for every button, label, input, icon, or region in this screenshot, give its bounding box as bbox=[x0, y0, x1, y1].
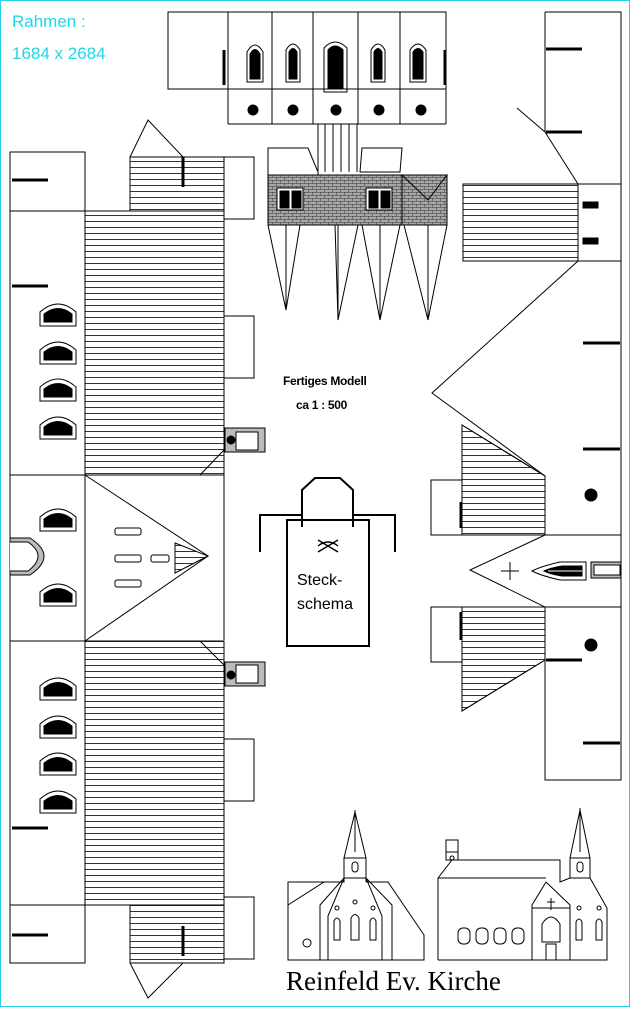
spire-part bbox=[267, 147, 448, 321]
model-view-side bbox=[437, 808, 608, 961]
model-view-front bbox=[287, 810, 425, 961]
assembly-label-line1: Steck- bbox=[297, 572, 343, 589]
frame-label: Rahmen : bbox=[12, 12, 86, 31]
frame-size: 1684 x 2684 bbox=[12, 44, 106, 63]
nave-lower-part bbox=[9, 640, 266, 999]
assembly-schema-diagram bbox=[259, 477, 396, 647]
assembly-label-line2: schema bbox=[297, 596, 354, 613]
chancel-roof-upper bbox=[430, 424, 546, 536]
spire-glue-tabs bbox=[317, 124, 358, 172]
chancel-roof-lower bbox=[430, 606, 546, 712]
nave-gable-part bbox=[9, 474, 210, 642]
nave-upper-part bbox=[9, 119, 266, 640]
nave-windows-upper bbox=[39, 303, 77, 440]
model-note-scale: ca 1 : 500 bbox=[296, 398, 348, 412]
nave-windows-lower bbox=[39, 677, 77, 814]
model-note-title: Fertiges Modell bbox=[283, 374, 367, 388]
tower-facade-part bbox=[167, 11, 447, 125]
chancel-part bbox=[431, 11, 622, 781]
tower-windows bbox=[246, 41, 427, 93]
church-title: Reinfeld Ev. Kirche bbox=[286, 966, 501, 996]
